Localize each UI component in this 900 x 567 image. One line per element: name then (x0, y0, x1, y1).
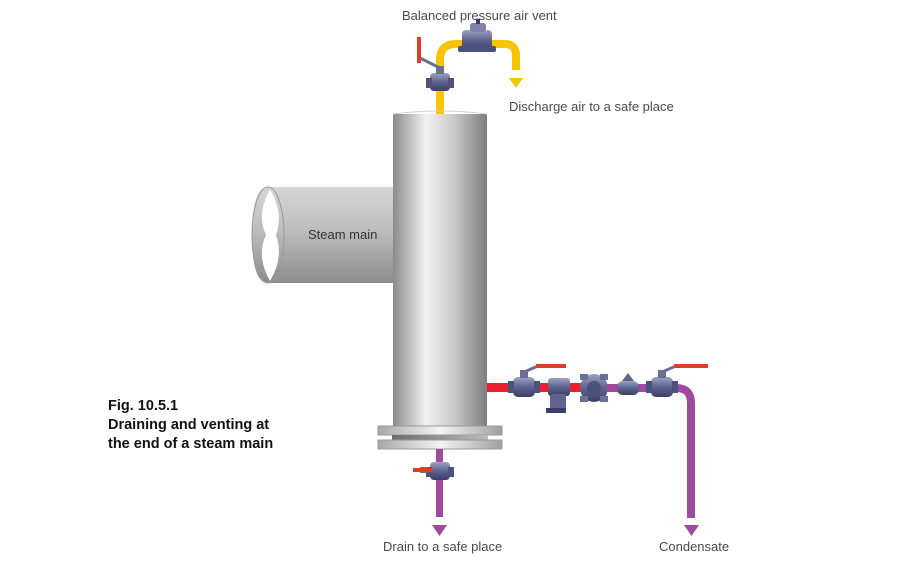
vent-valve-handle (417, 37, 421, 63)
figure-caption: Fig. 10.5.1 Draining and venting at the … (108, 397, 273, 454)
caption-line-2: Draining and venting at (108, 417, 270, 433)
vent-isolation-valve (419, 56, 454, 91)
check-valve (617, 373, 639, 395)
caption-line-1: Fig. 10.5.1 (108, 398, 179, 414)
outlet-valve-handle (674, 364, 708, 368)
steam-trap (580, 374, 608, 402)
discharge-arrow-icon (509, 78, 523, 88)
trap-inlet-pipe (487, 383, 597, 392)
outlet-isolation-valve (646, 364, 678, 397)
condensate-pipe (607, 384, 695, 518)
vent-label: Balanced pressure air vent (402, 8, 557, 23)
balanced-pressure-air-vent (458, 19, 496, 52)
condensate-arrow-icon (684, 525, 699, 536)
drain-pipe (436, 449, 443, 517)
inlet-isolation-valve (508, 364, 540, 397)
drain-label: Drain to a safe place (383, 539, 503, 554)
drain-arrow-icon (432, 525, 447, 536)
caption-line-3: the end of a steam main (108, 436, 274, 452)
bottom-flange (377, 425, 503, 450)
drain-pocket-vessel (393, 114, 487, 426)
steam-main-label: Steam main (308, 227, 378, 242)
inlet-valve-handle (536, 364, 566, 368)
strainer (546, 378, 570, 413)
condensate-label: Condensate (659, 539, 730, 554)
drain-valve-handle (413, 468, 433, 472)
discharge-label: Discharge air to a safe place (509, 99, 674, 114)
